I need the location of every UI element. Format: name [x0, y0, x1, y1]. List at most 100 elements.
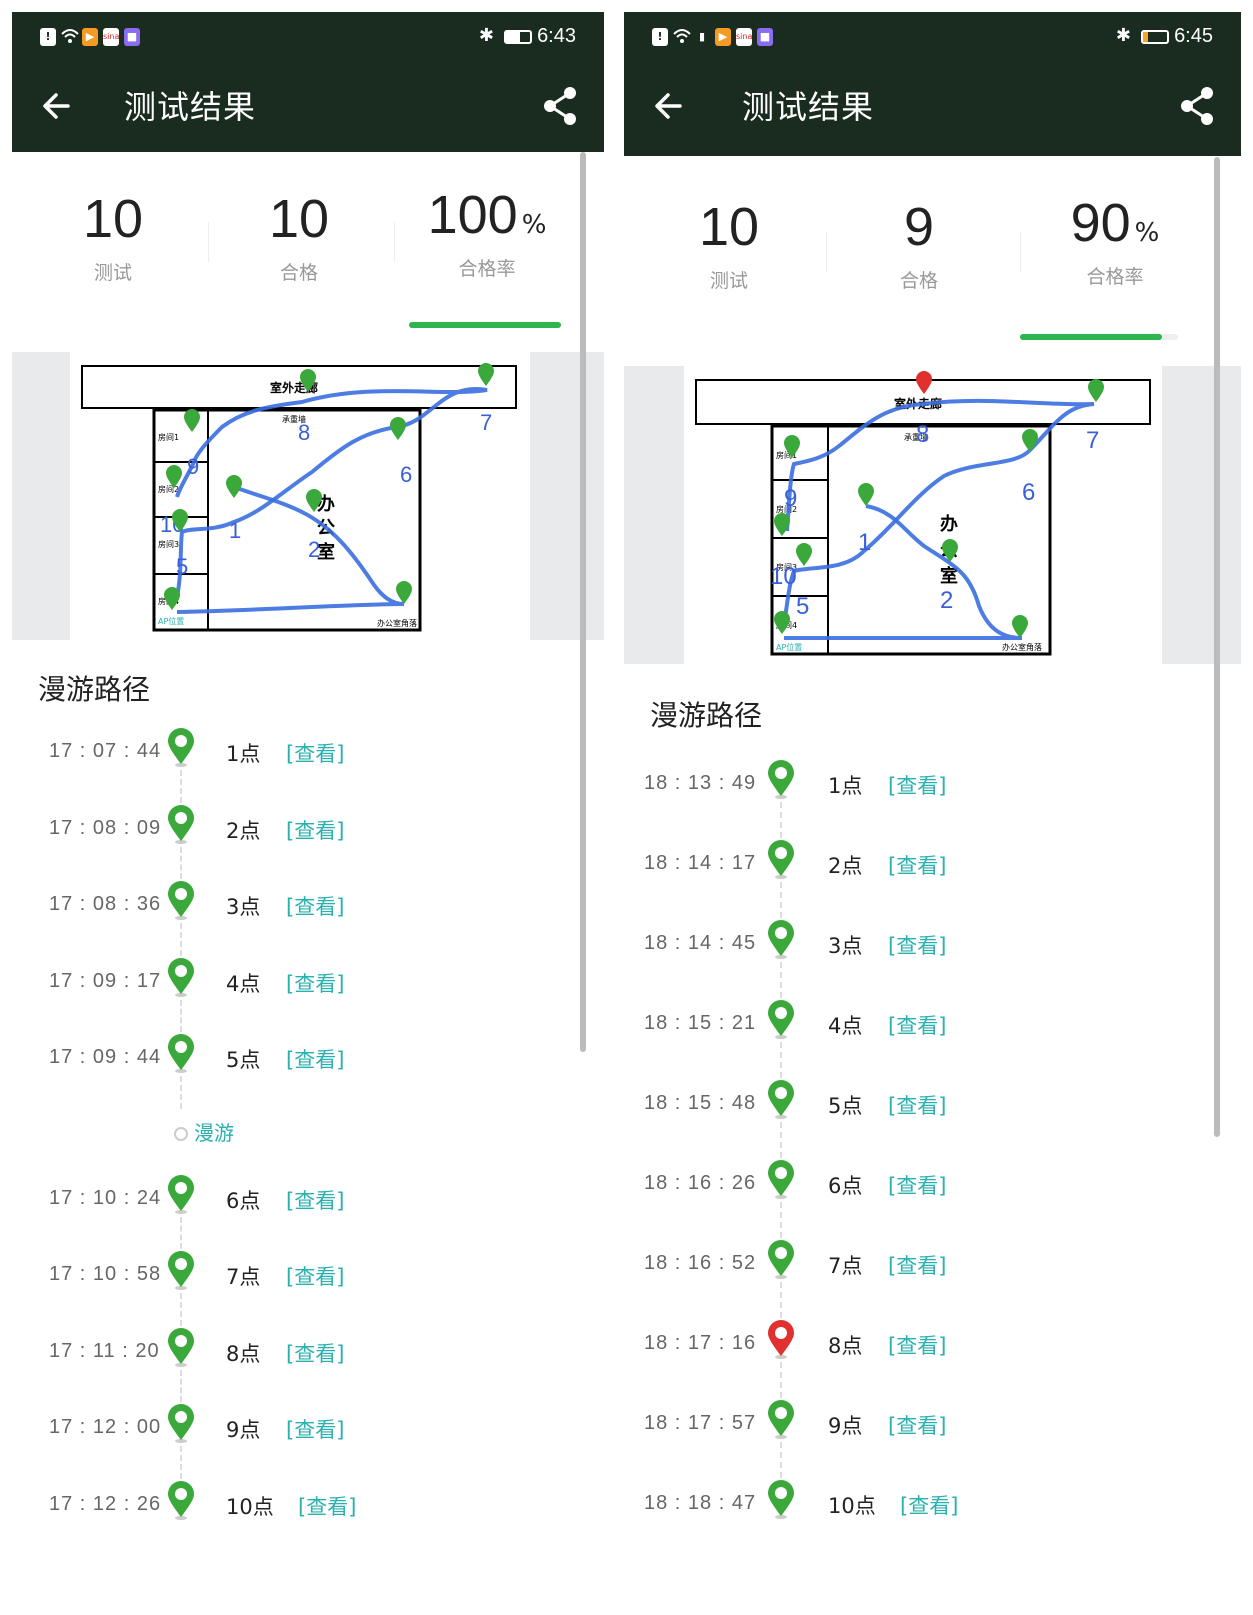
- timeline-connector: [180, 923, 182, 956]
- floor-map-svg: 室外走廊 承重墙 房间1 房间2 房间3 房间4 AP位置 办 公 室 办公室角…: [70, 352, 530, 640]
- view-link[interactable]: [查看]: [286, 818, 345, 843]
- view-link[interactable]: [查看]: [286, 971, 345, 996]
- status-bar: ! ▮ ▶ sina ■ ✱ 6:45: [624, 12, 1241, 62]
- row-point-label: 5点: [226, 1048, 261, 1072]
- map-pin-icon: [172, 509, 188, 532]
- timeline-connector: [780, 802, 782, 838]
- map-pin-icon: [226, 475, 242, 498]
- row-time: 17 : 12 : 26: [49, 1492, 162, 1515]
- view-link[interactable]: [查看]: [888, 1254, 947, 1278]
- stat-label: 合格率: [458, 258, 516, 280]
- stat-label: 合格: [279, 262, 318, 284]
- timeline-connector: [180, 999, 182, 1032]
- timeline-connector: [780, 1042, 782, 1078]
- divider: [1020, 232, 1021, 272]
- row-point-label: 9点: [226, 1418, 261, 1442]
- location-pin-icon: [766, 1400, 796, 1440]
- view-link[interactable]: [查看]: [888, 774, 947, 798]
- map-pin-icon: [774, 611, 790, 634]
- map-point-number: 6: [1022, 479, 1035, 506]
- battery-icon: [504, 30, 532, 44]
- row-point-label: 8点: [226, 1341, 261, 1366]
- map-point-number: 7: [1086, 427, 1099, 454]
- section-title: 漫游路径: [650, 699, 763, 732]
- row-time: 17 : 09 : 17: [49, 969, 162, 992]
- timeline-connector: [180, 1216, 182, 1249]
- map-pin-icon: [796, 543, 812, 566]
- stat-passed: 9 合格: [824, 196, 1014, 293]
- map-point-number: 9: [187, 454, 199, 479]
- location-pin-icon: [166, 1480, 196, 1521]
- view-link[interactable]: [查看]: [888, 1094, 947, 1118]
- row-time: 18 : 14 : 17: [644, 852, 757, 874]
- divider: [826, 232, 827, 272]
- share-icon[interactable]: [538, 84, 582, 128]
- view-link[interactable]: [查看]: [286, 1341, 345, 1366]
- location-pin-icon: [166, 1404, 196, 1444]
- floor-map: 室外走廊 承重墙 房间1 房间2 房间3 房间4 AP位置 办 公 室 办公室角…: [12, 352, 604, 640]
- row-time: 17 : 08 : 09: [49, 816, 162, 839]
- view-link[interactable]: [查看]: [888, 934, 947, 958]
- map-office-char: 办: [940, 513, 958, 535]
- row-time: 18 : 16 : 52: [644, 1252, 757, 1274]
- row-time: 18 : 15 : 21: [644, 1012, 757, 1034]
- roam-label: 漫游: [194, 1120, 234, 1145]
- row-point-label: 10点: [226, 1494, 274, 1519]
- map-pin-icon: [300, 369, 316, 392]
- timeline-connector: [180, 770, 182, 803]
- timeline-connector: [780, 1362, 782, 1398]
- view-link[interactable]: [查看]: [286, 742, 345, 766]
- app-bar: 测试结果: [624, 62, 1241, 156]
- status-time: 6:45: [1174, 25, 1213, 47]
- view-link[interactable]: [查看]: [286, 1188, 345, 1213]
- view-link[interactable]: [查看]: [286, 1265, 345, 1289]
- scrollbar[interactable]: [580, 152, 586, 1052]
- video-app-icon: ▶: [82, 28, 98, 46]
- map-point-number: 1: [858, 529, 871, 556]
- view-link[interactable]: [查看]: [286, 895, 345, 919]
- scrollbar[interactable]: [1214, 157, 1220, 1137]
- map-room-label: 房间2: [158, 484, 179, 494]
- row-time: 18 : 14 : 45: [644, 932, 757, 954]
- left-screen: ! ▶ sina ■ ✱ 6:43 测试结果 10 测试 10 合格 100% …: [12, 12, 604, 1612]
- view-link[interactable]: [查看]: [286, 1418, 345, 1442]
- view-link[interactable]: [查看]: [900, 1494, 959, 1518]
- view-link[interactable]: [查看]: [888, 1014, 947, 1038]
- timeline-connector: [180, 846, 182, 879]
- view-link[interactable]: [查看]: [888, 1414, 947, 1438]
- row-time: 18 : 17 : 16: [644, 1332, 757, 1354]
- back-arrow-icon[interactable]: [650, 86, 690, 126]
- timeline-connector: [180, 1369, 182, 1402]
- view-link[interactable]: [查看]: [888, 854, 947, 878]
- roam-marker: [174, 1126, 188, 1141]
- row-point-label: 1点: [828, 774, 863, 798]
- notification-icons: ! ▮ ▶ sina ■: [652, 28, 773, 46]
- status-bar: ! ▶ sina ■ ✱ 6:43: [12, 12, 604, 62]
- pass-rate-fill: [409, 322, 561, 328]
- row-time: 18 : 17 : 57: [644, 1412, 757, 1434]
- location-pin-icon: [766, 760, 796, 800]
- stats-summary: 10 测试 9 合格 90% 合格率: [624, 156, 1241, 366]
- view-link[interactable]: [查看]: [888, 1334, 947, 1358]
- row-time: 17 : 10 : 58: [49, 1263, 162, 1285]
- map-point-number: 2: [308, 537, 320, 562]
- app-icon: ■: [124, 28, 140, 46]
- share-icon[interactable]: [1175, 84, 1219, 128]
- view-link[interactable]: [查看]: [298, 1494, 357, 1519]
- back-arrow-icon[interactable]: [38, 86, 78, 126]
- battery-alert-icon: ▮: [698, 30, 706, 43]
- battery-icon: [1141, 30, 1169, 44]
- stats-summary: 10 测试 10 合格 100% 合格率: [12, 152, 604, 352]
- map-pin-icon: [1088, 379, 1104, 402]
- location-pin-icon: [166, 804, 196, 845]
- map-pin-icon: [478, 363, 494, 386]
- location-pin-icon: [766, 1480, 796, 1520]
- stat-value: 100: [427, 185, 518, 245]
- pass-rate-bar: [409, 322, 561, 328]
- map-office-char: 室: [940, 565, 958, 587]
- view-link[interactable]: [查看]: [286, 1048, 345, 1072]
- divider: [208, 222, 209, 262]
- stat-tested: 10 测试: [634, 196, 824, 293]
- location-pin-icon: [766, 1080, 796, 1120]
- view-link[interactable]: [查看]: [888, 1174, 947, 1198]
